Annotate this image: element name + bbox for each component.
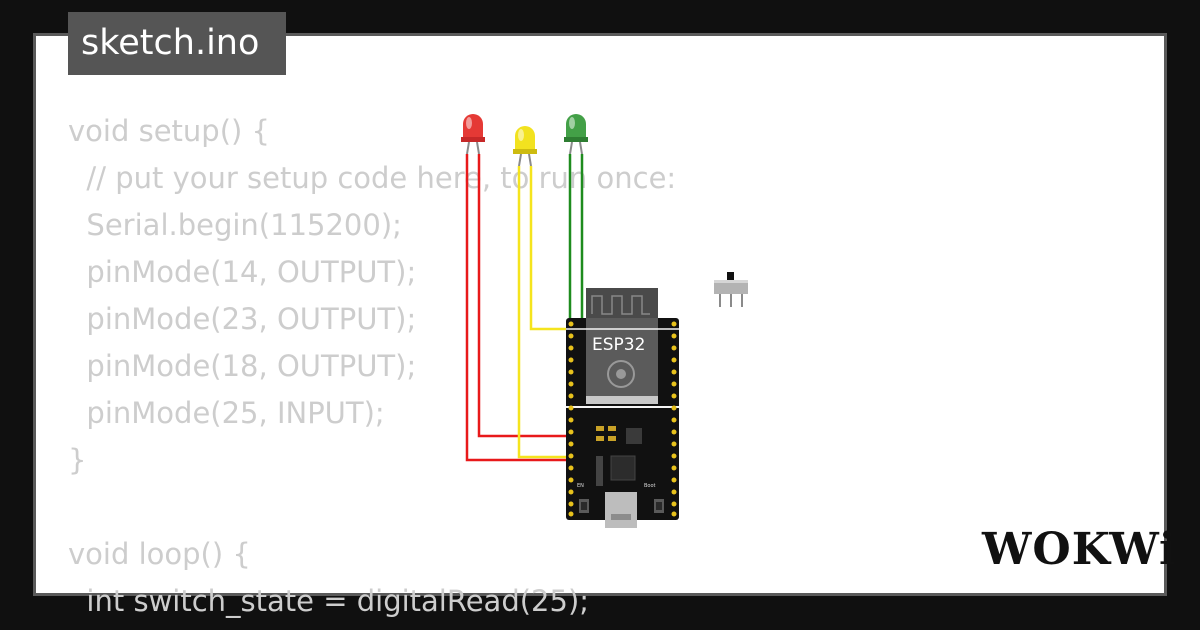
esp32-board[interactable]: ESP32 Boot EN: [566, 288, 679, 528]
file-tab-label: sketch.ino: [81, 23, 260, 63]
code-line: pinMode(23, OUTPUT);: [68, 302, 417, 336]
code-line: pinMode(18, OUTPUT);: [68, 349, 417, 383]
circuit-diagram: ESP32 Boot EN: [461, 114, 748, 528]
code-line: int switch_state = digitalRead(25);: [68, 584, 590, 618]
code-line: pinMode(25, INPUT);: [68, 396, 385, 430]
code-line: void loop() {: [68, 537, 251, 571]
code-line: void setup() {: [68, 114, 270, 148]
slide-switch[interactable]: [714, 272, 748, 307]
red-wire: [477, 154, 573, 438]
boot-label: Boot: [644, 483, 656, 489]
preview-card: void setup() { // put your setup code he…: [33, 33, 1176, 618]
green-led[interactable]: [564, 114, 588, 142]
red-led[interactable]: [461, 114, 485, 142]
code-line: // put your setup code here, to run once…: [68, 161, 677, 195]
en-button[interactable]: [579, 499, 589, 513]
led-legs: [466, 141, 583, 167]
red-wire: [465, 154, 573, 462]
en-label: EN: [577, 483, 584, 489]
pin-header-right: [671, 321, 677, 517]
boot-button[interactable]: [654, 499, 664, 513]
wokwi-logo: WOKWi: [982, 524, 1177, 575]
pin-header-left: [568, 321, 574, 517]
code-editor[interactable]: void setup() { // put your setup code he…: [68, 108, 676, 625]
code-line: pinMode(14, OUTPUT);: [68, 255, 417, 289]
code-line: Serial.begin(115200);: [68, 208, 402, 242]
wokwi-logo-text: WOKWi: [982, 524, 1177, 575]
yellow-led[interactable]: [513, 126, 537, 154]
board-label: ESP32: [592, 335, 645, 355]
usb-port: [605, 492, 637, 528]
code-line: }: [68, 443, 87, 477]
file-tab[interactable]: sketch.ino: [68, 12, 286, 75]
yellow-wire: [517, 166, 573, 459]
